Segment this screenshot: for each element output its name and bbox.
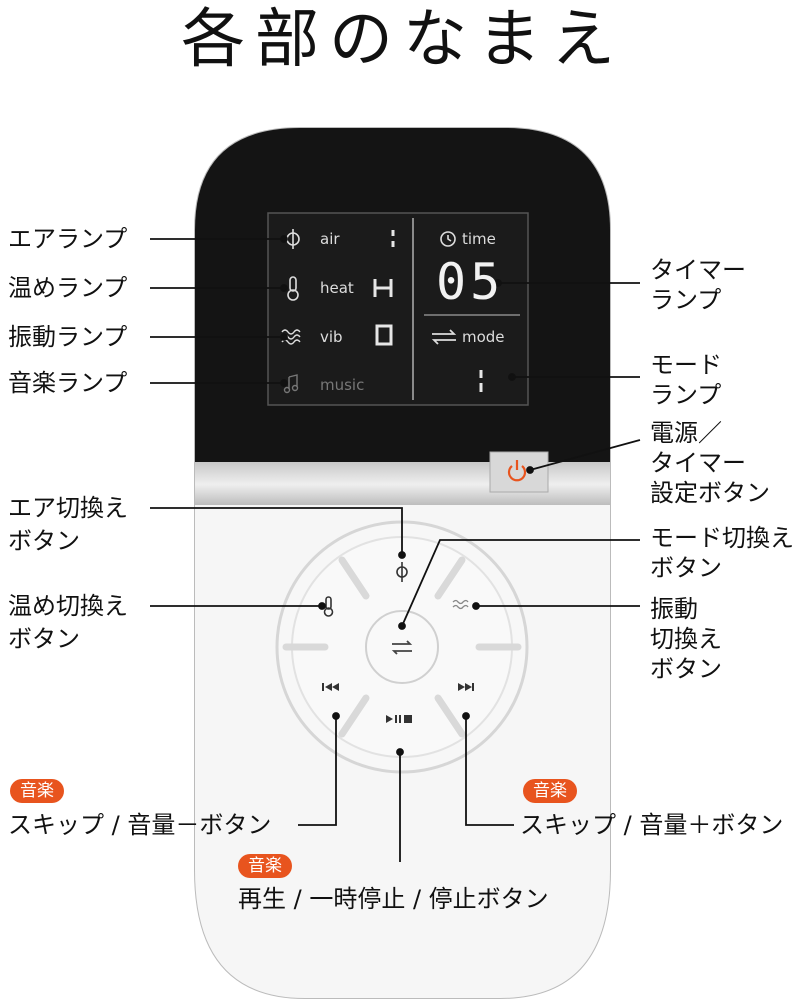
mode-button-callout-line2: ボタン — [650, 554, 722, 582]
mode-button — [365, 610, 439, 684]
play-pause-stop-icon — [386, 715, 412, 723]
timer-value: 05 — [436, 253, 505, 311]
air-lamp-label: air — [320, 230, 340, 248]
music-icon — [283, 374, 299, 394]
page-title: 各部のなまえ — [181, 3, 625, 77]
power-button-callout-line3: 設定ボタン — [650, 479, 770, 507]
skip-minus-callout: スキップ / 音量－ボタン — [8, 811, 272, 839]
music-badge: 音楽 — [523, 779, 577, 803]
heat-button-callout-line1: 温め切換え — [8, 592, 128, 620]
vib-lamp-label: vib — [320, 328, 343, 346]
time-label: time — [462, 230, 496, 248]
play-callout: 再生 / 一時停止 / 停止ボタン — [238, 885, 549, 913]
timer-lamp-callout-line2: ランプ — [650, 286, 722, 314]
power-icon — [507, 460, 527, 482]
skip-forward-icon — [458, 683, 474, 691]
heat-button-callout-line2: ボタン — [8, 625, 80, 653]
skip-plus-callout: スキップ / 音量＋ボタン — [520, 811, 784, 839]
heat-button-icon — [323, 596, 334, 617]
mode-button-callout-line1: モード切換え — [650, 524, 794, 552]
thermometer-icon — [287, 276, 299, 301]
mode-lamp-callout-line2: ランプ — [650, 381, 722, 409]
heat-lamp-callout: 温めランプ — [8, 274, 128, 302]
vib-button-callout-line3: ボタン — [650, 655, 722, 683]
vib-level-indicator — [375, 324, 393, 346]
heat-level-indicator — [373, 279, 393, 297]
air-button-icon — [396, 562, 408, 582]
lcd-screen — [267, 212, 529, 406]
vib-button-callout-line1: 振動 — [650, 595, 698, 623]
power-button-callout-line1: 電源／ — [650, 419, 722, 447]
mode-button-icon — [391, 640, 413, 655]
music-lamp-label: music — [320, 376, 365, 394]
skip-back-icon — [322, 683, 339, 691]
timer-lamp-callout-line1: タイマー — [650, 256, 746, 284]
wheel-grooves — [282, 556, 522, 738]
vib-button-callout-line2: 切換え — [650, 625, 722, 653]
air-button-callout-line1: エア切換え — [8, 494, 128, 522]
vib-button-icon — [452, 599, 469, 610]
mode-label: mode — [462, 328, 505, 346]
music-badge: 音楽 — [10, 779, 64, 803]
leader-lines — [150, 235, 641, 862]
power-button-frame — [489, 451, 549, 493]
clock-icon — [440, 231, 456, 247]
heat-lamp-label: heat — [320, 279, 354, 297]
power-button-callout-line2: タイマー — [650, 449, 746, 477]
mode-lamp-callout-line1: モード — [650, 351, 722, 379]
air-button-callout-line2: ボタン — [8, 527, 80, 555]
mode-arrows-icon — [431, 329, 457, 345]
device-band — [195, 462, 610, 507]
music-lamp-callout: 音楽ランプ — [8, 369, 128, 397]
air-lamp-callout: エアランプ — [8, 225, 128, 253]
vib-lamp-callout: 振動ランプ — [8, 323, 128, 351]
music-badge: 音楽 — [238, 854, 292, 878]
